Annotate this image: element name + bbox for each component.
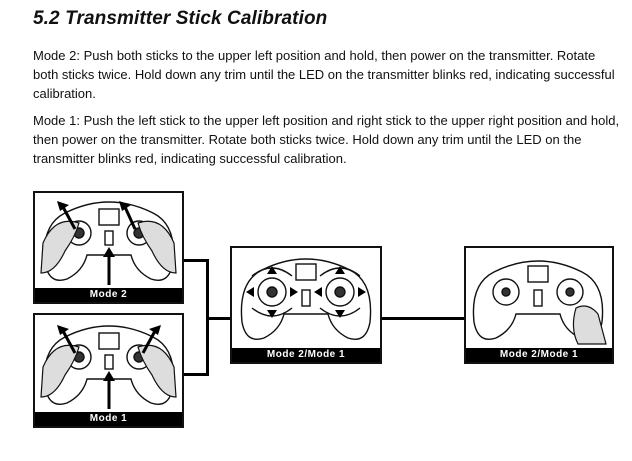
figure-rotate-sticks: Mode 2/Mode 1 <box>230 246 382 364</box>
figure-caption: Mode 2/Mode 1 <box>232 348 380 362</box>
mode1-instructions: Mode 1: Push the left stick to the upper… <box>33 113 620 166</box>
transmitter-trim-illustration <box>472 260 607 345</box>
connector-line <box>381 317 465 320</box>
connector-line <box>183 259 209 262</box>
transmitter-rotate-illustration <box>240 258 372 340</box>
connector-line <box>206 317 231 320</box>
transmitter-mode2-illustration <box>40 201 177 285</box>
figure-caption: Mode 2/Mode 1 <box>466 348 612 362</box>
figure-caption: Mode 2 <box>35 288 182 302</box>
mode2-instructions: Mode 2: Push both sticks to the upper le… <box>33 48 615 101</box>
figure-hold-trim: Mode 2/Mode 1 <box>464 246 614 364</box>
connector-line <box>183 373 209 376</box>
section-title: 5.2 Transmitter Stick Calibration <box>33 8 328 29</box>
figure-mode2: Mode 2 <box>33 191 184 304</box>
figure-caption: Mode 1 <box>35 412 182 426</box>
figure-mode1: Mode 1 <box>33 313 184 428</box>
transmitter-mode1-illustration <box>40 325 177 409</box>
